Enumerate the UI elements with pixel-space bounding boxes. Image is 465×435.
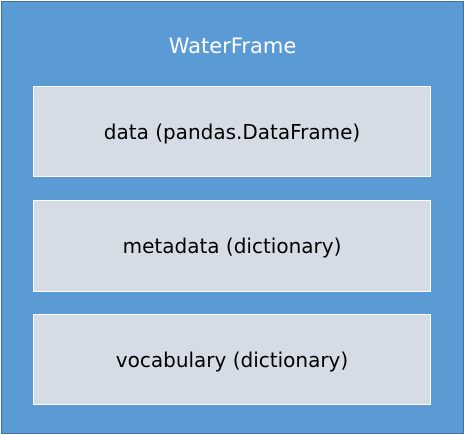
vocabulary-component-box: vocabulary (dictionary) [33,314,431,405]
container-title: WaterFrame [168,34,297,58]
vocabulary-component-label: vocabulary (dictionary) [115,347,349,372]
data-component-box: data (pandas.DataFrame) [33,86,431,177]
metadata-component-box: metadata (dictionary) [33,200,431,292]
data-component-label: data (pandas.DataFrame) [103,119,361,144]
metadata-component-label: metadata (dictionary) [122,234,342,258]
